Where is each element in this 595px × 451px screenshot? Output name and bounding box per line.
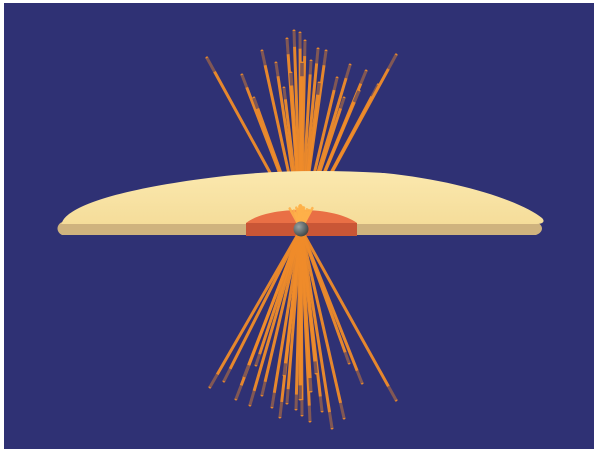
jet-ray-fade: [272, 393, 274, 407]
jet-ray-lower: [300, 229, 301, 399]
jet-ray-fade: [287, 39, 288, 54]
jet-ray-fade: [309, 406, 310, 421]
jet-ray-fade: [330, 412, 332, 428]
diagram-scene: [4, 3, 594, 449]
jet-ray-fade: [324, 51, 326, 65]
jet-ray-fade: [318, 83, 319, 95]
jet-ray-fade: [291, 73, 292, 85]
jet-ray-fade: [310, 378, 311, 391]
central-object-icon: [294, 222, 309, 237]
jet-ray-fade: [294, 31, 295, 47]
jet-ray-fade: [310, 61, 311, 74]
jet-ray-fade: [284, 363, 285, 375]
jet-ray-fade: [317, 49, 318, 63]
jet-ray-fade: [320, 396, 322, 411]
jet-ray-fade: [284, 88, 285, 99]
jet-ray-fade: [315, 361, 316, 373]
jet-ray-fade: [280, 402, 282, 417]
jet-ray-fade: [276, 63, 278, 76]
jet-ray-fade: [287, 389, 288, 403]
